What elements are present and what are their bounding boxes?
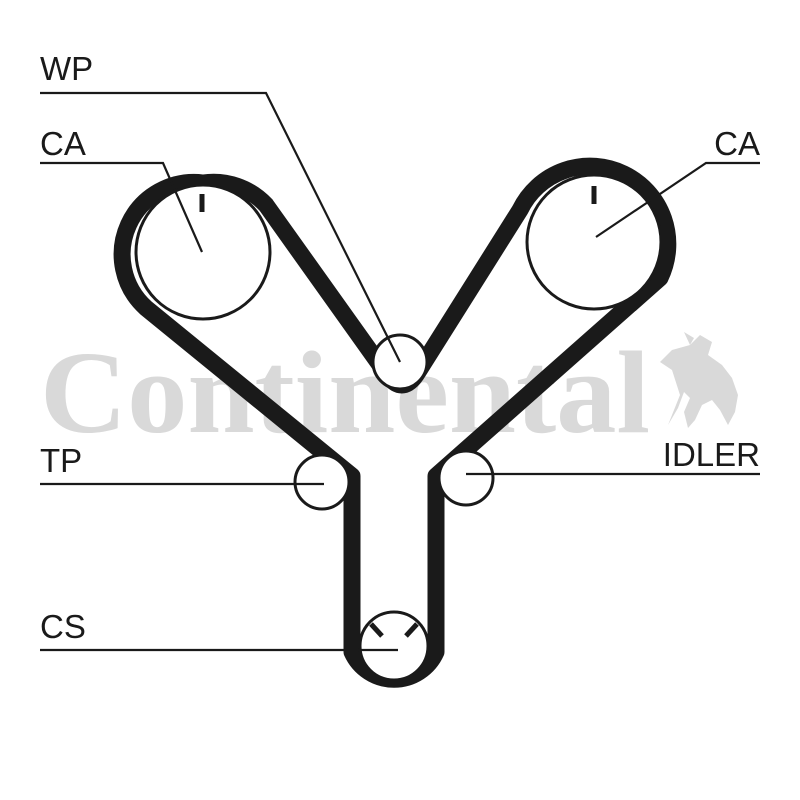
continental-watermark: Continental <box>40 327 738 458</box>
label-ca-right: CA <box>714 125 760 162</box>
horse-logo-icon <box>660 332 738 428</box>
leader-ca-right <box>595 161 760 238</box>
crank-mark-left <box>369 622 384 638</box>
crank-mark-right <box>404 622 419 638</box>
label-idler: IDLER <box>663 436 760 473</box>
tensioner-pulley <box>293 453 351 511</box>
label-cs: CS <box>40 608 86 645</box>
label-tp: TP <box>40 442 82 479</box>
camshaft-pulley-left <box>134 183 272 321</box>
leader-ca-left <box>40 161 204 253</box>
idler-pulley <box>437 449 495 507</box>
crankshaft-pulley <box>358 610 430 682</box>
camshaft-pulley-right <box>525 173 663 311</box>
leader-wp <box>40 91 401 363</box>
label-wp: WP <box>40 50 93 87</box>
continental-wordmark: Continental <box>40 327 650 458</box>
label-ca-left: CA <box>40 125 86 162</box>
